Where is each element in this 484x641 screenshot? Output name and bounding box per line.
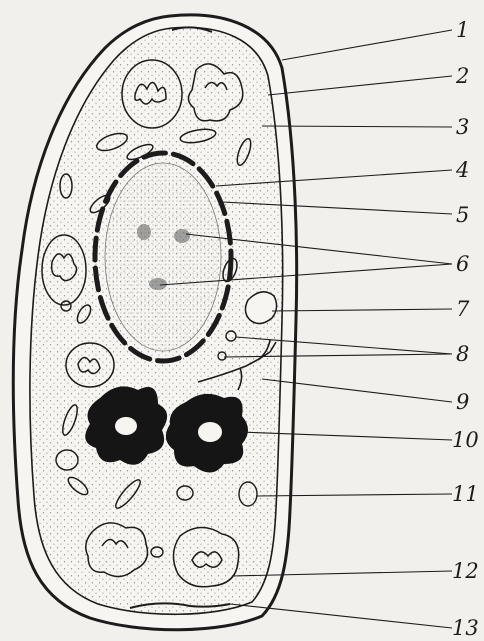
label-8: 8 [456, 342, 469, 366]
label-10: 10 [452, 428, 479, 452]
dark-body-core [115, 417, 137, 435]
dark-body-core [198, 422, 222, 442]
label-6: 6 [456, 252, 469, 276]
label-9: 9 [456, 390, 469, 414]
label-5: 5 [456, 203, 469, 227]
label-1: 1 [456, 18, 469, 42]
label-11: 11 [452, 482, 479, 506]
label-4: 4 [455, 158, 469, 182]
label-13: 13 [452, 616, 479, 640]
nucleoplasm [105, 163, 221, 351]
label-7: 7 [456, 297, 470, 321]
label-12: 12 [452, 559, 479, 583]
label-2: 2 [455, 64, 469, 88]
label-3: 3 [456, 115, 469, 139]
